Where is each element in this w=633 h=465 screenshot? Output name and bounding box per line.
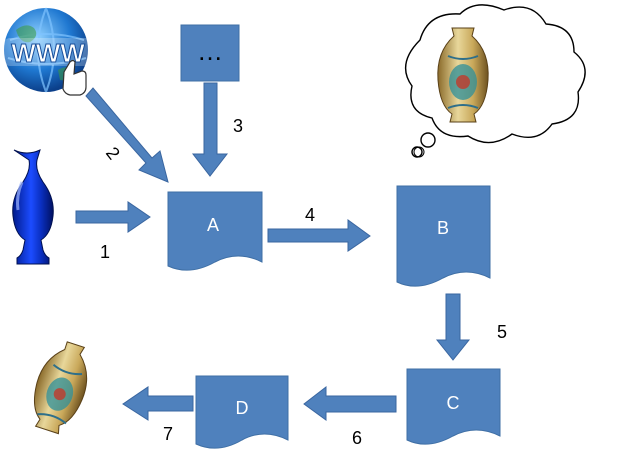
document-c-label: C [447,393,460,413]
document-d: D [195,375,289,449]
arrow-7 [122,386,194,421]
document-a: A [167,191,263,271]
www-globe-icon: WWW [4,7,92,96]
document-c: C [406,368,501,445]
document-a-label: A [207,215,219,235]
arrow-2 [85,87,169,183]
step-label-2: 2 [102,143,124,163]
document-b: B [396,185,491,287]
blue-glass-vase-image [12,149,54,265]
other-source-box: … [180,24,240,82]
step-label-4: 4 [305,205,315,225]
arrow-5 [435,293,471,361]
thought-cloud [404,4,586,158]
porcelain-vase-thought-image [437,27,489,123]
step-label-7: 7 [163,424,173,444]
porcelain-vase-result-image [33,341,88,435]
step-label-1: 1 [100,242,110,262]
step-label-3: 3 [233,116,243,136]
other-source-label: … [197,36,223,66]
step-label-5: 5 [497,322,507,342]
arrow-1 [75,201,151,233]
document-d-label: D [236,398,249,418]
arrow-6 [303,385,397,421]
step-label-6: 6 [352,428,362,448]
arrow-4 [267,219,371,252]
document-b-label: B [437,218,449,238]
arrow-3 [191,82,229,177]
